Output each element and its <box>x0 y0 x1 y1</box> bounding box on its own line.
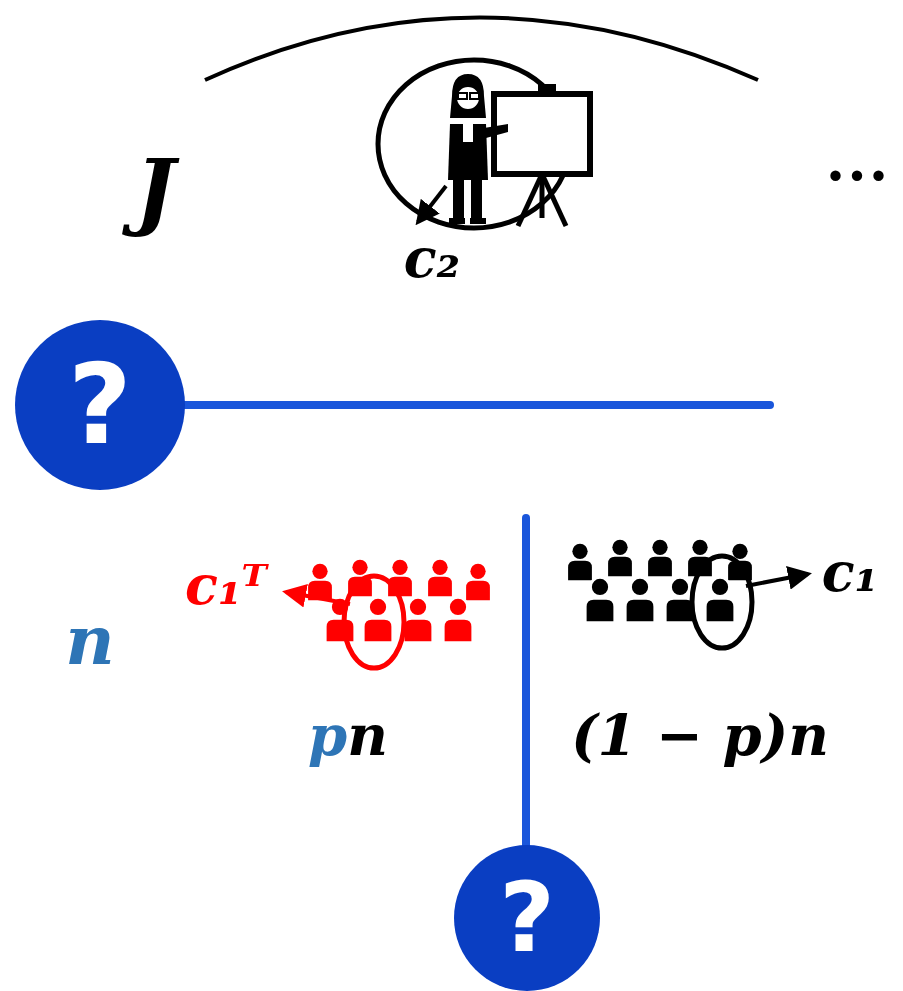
highlight-ellipse <box>344 576 404 668</box>
question-mark: ? <box>499 870 555 966</box>
circle-fill <box>15 320 185 490</box>
question-circle: ? <box>15 320 185 490</box>
leader-arrow <box>418 186 446 222</box>
blue-line <box>100 401 770 409</box>
question-circle: ? <box>454 845 600 991</box>
circle-fill <box>454 845 600 991</box>
variable-label: c₁ᵀ <box>185 558 267 612</box>
leader-arrow <box>286 592 350 604</box>
variable-label: n <box>65 606 114 674</box>
question-mark: ? <box>68 350 132 460</box>
ellipsis: ... <box>826 132 891 188</box>
variable-label: c₁ <box>822 545 879 599</box>
variable-label: J <box>135 148 175 232</box>
student-group-black <box>568 540 752 623</box>
variable-label: c₂ <box>404 231 461 285</box>
blue-line <box>522 518 530 880</box>
group-arc <box>205 18 758 81</box>
highlight-ellipse <box>692 556 752 648</box>
count-label: (1 − p)n <box>571 707 829 763</box>
count-label: pn <box>308 707 388 763</box>
leader-arrow <box>746 574 808 586</box>
teacher-icon <box>448 74 590 226</box>
